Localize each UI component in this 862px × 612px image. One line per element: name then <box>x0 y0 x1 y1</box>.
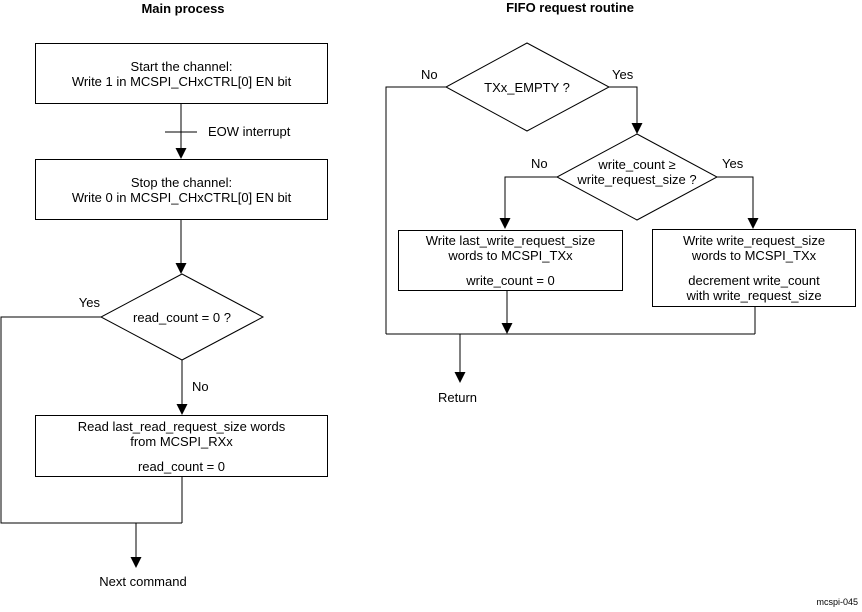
start-channel-line2: Write 1 in MCSPI_CHxCTRL[0] EN bit <box>71 73 292 89</box>
tx-empty-yes-label: Yes <box>612 67 634 82</box>
write-count-question-line2: write_request_size ? <box>577 172 697 187</box>
read-rx-box: Read last_read_request_size words from M… <box>35 415 328 477</box>
write-request-line3: decrement write_count <box>688 273 820 288</box>
arrowhead-into-read-count-decision <box>175 263 187 274</box>
write-request-box: Write write_request_size words to MCSPI_… <box>652 229 856 307</box>
last-write-line2: words to MCSPI_TXx <box>448 248 573 263</box>
read-count-yes-label: Yes <box>78 295 100 310</box>
connector-decision-yes-loop <box>0 316 182 524</box>
connector-write-count-yes <box>717 176 754 219</box>
arrowhead-into-write-box <box>747 218 759 229</box>
arrowhead-last-write-join <box>501 323 513 334</box>
read-rx-line1: Read last_read_request_size words <box>77 418 286 434</box>
start-channel-line1: Start the channel: <box>130 58 233 74</box>
stop-channel-line2: Write 0 in MCSPI_CHxCTRL[0] EN bit <box>71 189 292 205</box>
last-write-line3: write_count = 0 <box>466 273 555 288</box>
arrowhead-into-read-box <box>176 404 188 415</box>
last-write-line1: Write last_write_request_size <box>425 233 596 248</box>
figure-code: mcspi-045 <box>816 597 858 607</box>
write-request-line4: with write_request_size <box>686 288 822 303</box>
last-write-request-box: Write last_write_request_size words to M… <box>398 230 623 291</box>
connector-tx-empty-yes <box>609 86 638 124</box>
write-request-line2: words to MCSPI_TXx <box>691 248 817 263</box>
tx-empty-decision-diamond <box>444 42 611 132</box>
main-process-title: Main process <box>141 1 225 16</box>
arrowhead-into-write-count-decision <box>631 123 643 134</box>
connector-tx-empty-no-loop <box>385 86 446 334</box>
read-rx-line3: read_count = 0 <box>137 458 226 474</box>
read-count-decision-question: read_count = 0 ? <box>133 310 231 325</box>
read-rx-line2: from MCSPI_RXx <box>130 433 233 449</box>
stop-channel-box: Stop the channel: Write 0 in MCSPI_CHxCT… <box>35 159 328 220</box>
next-command-label: Next command <box>99 574 187 589</box>
stop-channel-line1: Stop the channel: <box>130 174 233 190</box>
write-count-decision-diamond <box>555 133 719 221</box>
write-count-no-label: No <box>531 156 548 171</box>
tx-empty-question: TXx_EMPTY ? <box>484 80 570 95</box>
write-count-question-line1: write_count ≥ <box>598 157 676 172</box>
write-request-line1: Write write_request_size <box>682 233 826 248</box>
connector-write-count-no <box>504 176 557 219</box>
read-count-no-label: No <box>192 379 209 394</box>
arrowhead-next-command <box>130 557 142 568</box>
return-label: Return <box>438 390 478 405</box>
arrowhead-return <box>454 372 466 383</box>
fifo-routine-title: FIFO request routine <box>506 0 634 15</box>
tx-empty-no-label: No <box>421 67 438 82</box>
write-count-yes-label: Yes <box>722 156 744 171</box>
eow-interrupt-label: EOW interrupt <box>208 124 291 139</box>
start-channel-box: Start the channel: Write 1 in MCSPI_CHxC… <box>35 43 328 104</box>
write-count-question: write_count ≥ write_request_size ? <box>557 157 717 187</box>
arrowhead-into-last-write-box <box>499 218 511 229</box>
arrowhead-into-stop-box <box>175 148 187 159</box>
